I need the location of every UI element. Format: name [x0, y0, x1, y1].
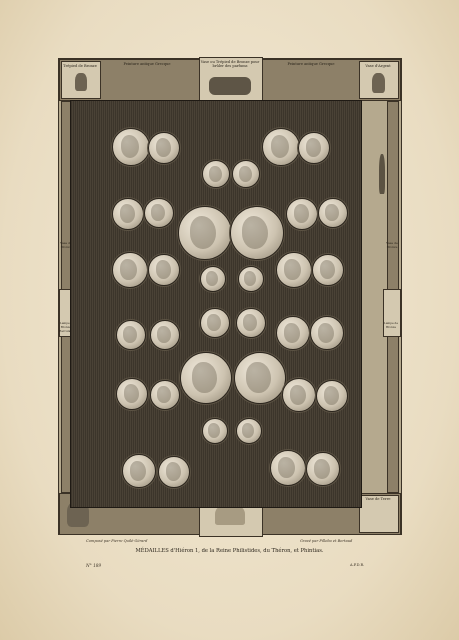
coin: [150, 320, 180, 350]
coin: [236, 308, 266, 338]
coin: [116, 320, 146, 350]
coin: [236, 418, 262, 444]
large-coin: [180, 352, 232, 404]
coin: [144, 198, 174, 228]
bottom-right-panel: [359, 495, 399, 533]
coin: [112, 252, 148, 288]
left-box-label: Lampe de Bronze à Herculanum: [59, 321, 77, 333]
right-mid-label: Vase de Bronze: [386, 241, 398, 249]
coin: [202, 418, 228, 444]
coin: [122, 454, 156, 488]
coin: [148, 254, 180, 286]
egg-roaster-icon: [215, 503, 245, 525]
top-center-label: Vase ou Trépied de Bronze pour brûler de…: [200, 60, 260, 68]
top-right-scene-label: Peinture antique Grecque: [287, 62, 335, 66]
tripod-icon: [75, 73, 87, 91]
coin: [286, 198, 318, 230]
large-coin: [234, 352, 286, 404]
coin: [202, 160, 230, 188]
coin: [116, 378, 148, 410]
coin: [150, 380, 180, 410]
credit-right: Gravé par Pillebo et Bertaud: [300, 539, 353, 543]
coin: [316, 380, 348, 412]
coin: [276, 252, 312, 288]
coin: [276, 316, 310, 350]
top-right-label: Vase d'Argent: [365, 64, 391, 68]
coin: [318, 198, 348, 228]
plate-caption: MÉDAILLES d'Hiéron 1, de la Reine Philis…: [135, 548, 324, 554]
coin: [270, 450, 306, 486]
coin: [282, 378, 316, 412]
right-amphora-icon: [379, 154, 385, 194]
coin: [200, 266, 226, 292]
silver-vase-icon: [372, 73, 385, 93]
coin: [112, 128, 150, 166]
coin: [312, 254, 344, 286]
large-coin: [178, 206, 232, 260]
large-coin: [230, 206, 284, 260]
coin: [158, 456, 190, 488]
brazier-icon: [209, 77, 251, 95]
top-left-scene-label: Peinture antique Grecque: [123, 62, 171, 66]
coin: [112, 198, 144, 230]
right-box-label: Lampe de Bronze: [384, 321, 398, 329]
left-mid-label: Vase de Bronze: [60, 241, 72, 249]
top-left-label: Trépied de Bronze: [63, 64, 97, 68]
coin: [200, 308, 230, 338]
coin: [238, 266, 264, 292]
bottom-right-label: Vase de Terre: [365, 497, 391, 501]
coin: [232, 160, 260, 188]
coin: [148, 132, 180, 164]
plate-number: N° 189: [86, 563, 102, 568]
coin: [306, 452, 340, 486]
mark-right: A.P.D.R.: [350, 563, 365, 567]
coin: [298, 132, 330, 164]
credit-left: Composé par Pierre Quilé-Gérard: [86, 539, 148, 543]
coin: [310, 316, 344, 350]
coin: [262, 128, 300, 166]
right-lamp-panel: [383, 289, 401, 337]
